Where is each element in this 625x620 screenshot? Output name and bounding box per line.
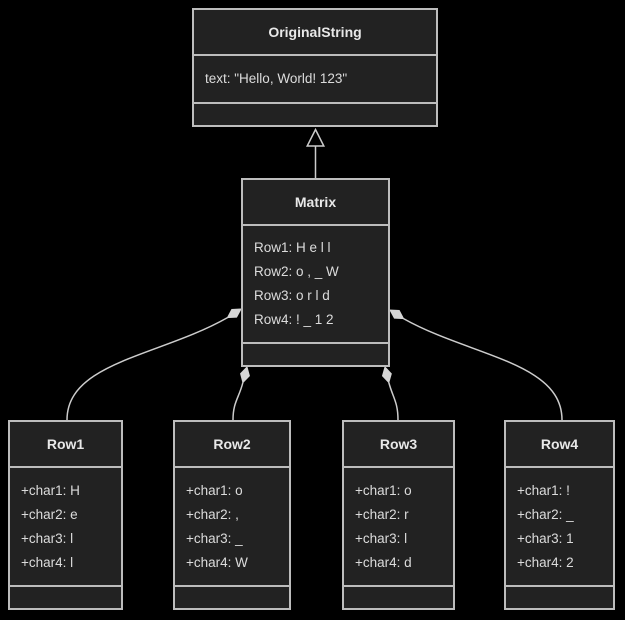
class-attribute: +char3: l [355, 530, 408, 546]
class-attributes-section: +char1: o +char2: r +char3: l +char4: d [344, 466, 453, 587]
class-attribute: +char3: 1 [517, 530, 574, 546]
class-title: OriginalString [268, 24, 362, 40]
class-box-row1: Row1 +char1: H +char2: e +char3: l +char… [8, 420, 123, 610]
class-attribute: +char2: , [186, 506, 239, 522]
class-attribute: +char1: o [186, 482, 243, 498]
class-title: Row4 [540, 436, 579, 452]
composition-edge-row3 [388, 382, 399, 421]
class-box-row3: Row3 +char1: o +char2: r +char3: l +char… [342, 420, 455, 610]
class-attributes-section: +char1: H +char2: e +char3: l +char4: l [10, 466, 121, 587]
class-attribute: +char1: H [21, 482, 80, 498]
class-box-row2: Row2 +char1: o +char2: , +char3: _ +char… [173, 420, 291, 610]
class-attributes-section: +char1: ! +char2: _ +char3: 1 +char4: 2 [506, 466, 613, 587]
class-title: Row2 [213, 436, 251, 452]
class-title: Matrix [294, 194, 337, 210]
class-box-originalstring: OriginalString text: "Hello, World! 123" [192, 8, 438, 127]
class-methods-section [175, 587, 289, 608]
class-methods-section [243, 344, 388, 365]
class-methods-section [506, 587, 613, 608]
composition-diamond-row2-icon [240, 366, 250, 384]
class-attribute: +char3: _ [186, 530, 243, 546]
class-attributes-section: Row1: H e l l Row2: o , _ W Row3: o r l … [243, 224, 388, 344]
composition-diamond-row4-icon [389, 309, 405, 320]
class-attribute: +char2: _ [517, 506, 574, 522]
composition-edge-row1 [66, 316, 228, 421]
class-attribute: +char1: o [355, 482, 412, 498]
inheritance-arrowhead-icon [305, 127, 326, 147]
class-attributes-section: text: "Hello, World! 123" [194, 54, 436, 104]
composition-edge-row4 [403, 317, 563, 421]
class-attribute: text: "Hello, World! 123" [205, 71, 348, 86]
class-methods-section [194, 104, 436, 125]
class-title: Row1 [46, 436, 85, 452]
class-attribute: +char4: d [355, 554, 412, 570]
class-attribute: +char4: W [186, 554, 248, 570]
class-attributes-section: +char1: o +char2: , +char3: _ +char4: W [175, 466, 289, 587]
class-box-row4: Row4 +char1: ! +char2: _ +char3: 1 +char… [504, 420, 615, 610]
class-attribute: +char4: l [21, 554, 74, 570]
class-attribute: Row2: o , _ W [254, 264, 339, 279]
composition-diamond-row1-icon [226, 308, 242, 319]
class-methods-section [344, 587, 453, 608]
class-attribute: Row3: o r l d [254, 288, 330, 303]
class-attribute: +char2: e [21, 506, 78, 522]
composition-edge-row2 [232, 382, 244, 421]
composition-diamond-row3-icon [381, 366, 392, 384]
class-attribute: +char4: 2 [517, 554, 574, 570]
class-box-matrix: Matrix Row1: H e l l Row2: o , _ W Row3:… [241, 178, 390, 367]
class-title: Row3 [379, 436, 418, 452]
class-methods-section [10, 587, 121, 608]
class-attribute: +char2: r [355, 506, 409, 522]
class-attribute: Row1: H e l l [254, 240, 331, 255]
class-attribute: +char3: l [21, 530, 74, 546]
class-attribute: +char1: ! [517, 482, 570, 498]
class-attribute: Row4: ! _ 1 2 [254, 312, 334, 327]
